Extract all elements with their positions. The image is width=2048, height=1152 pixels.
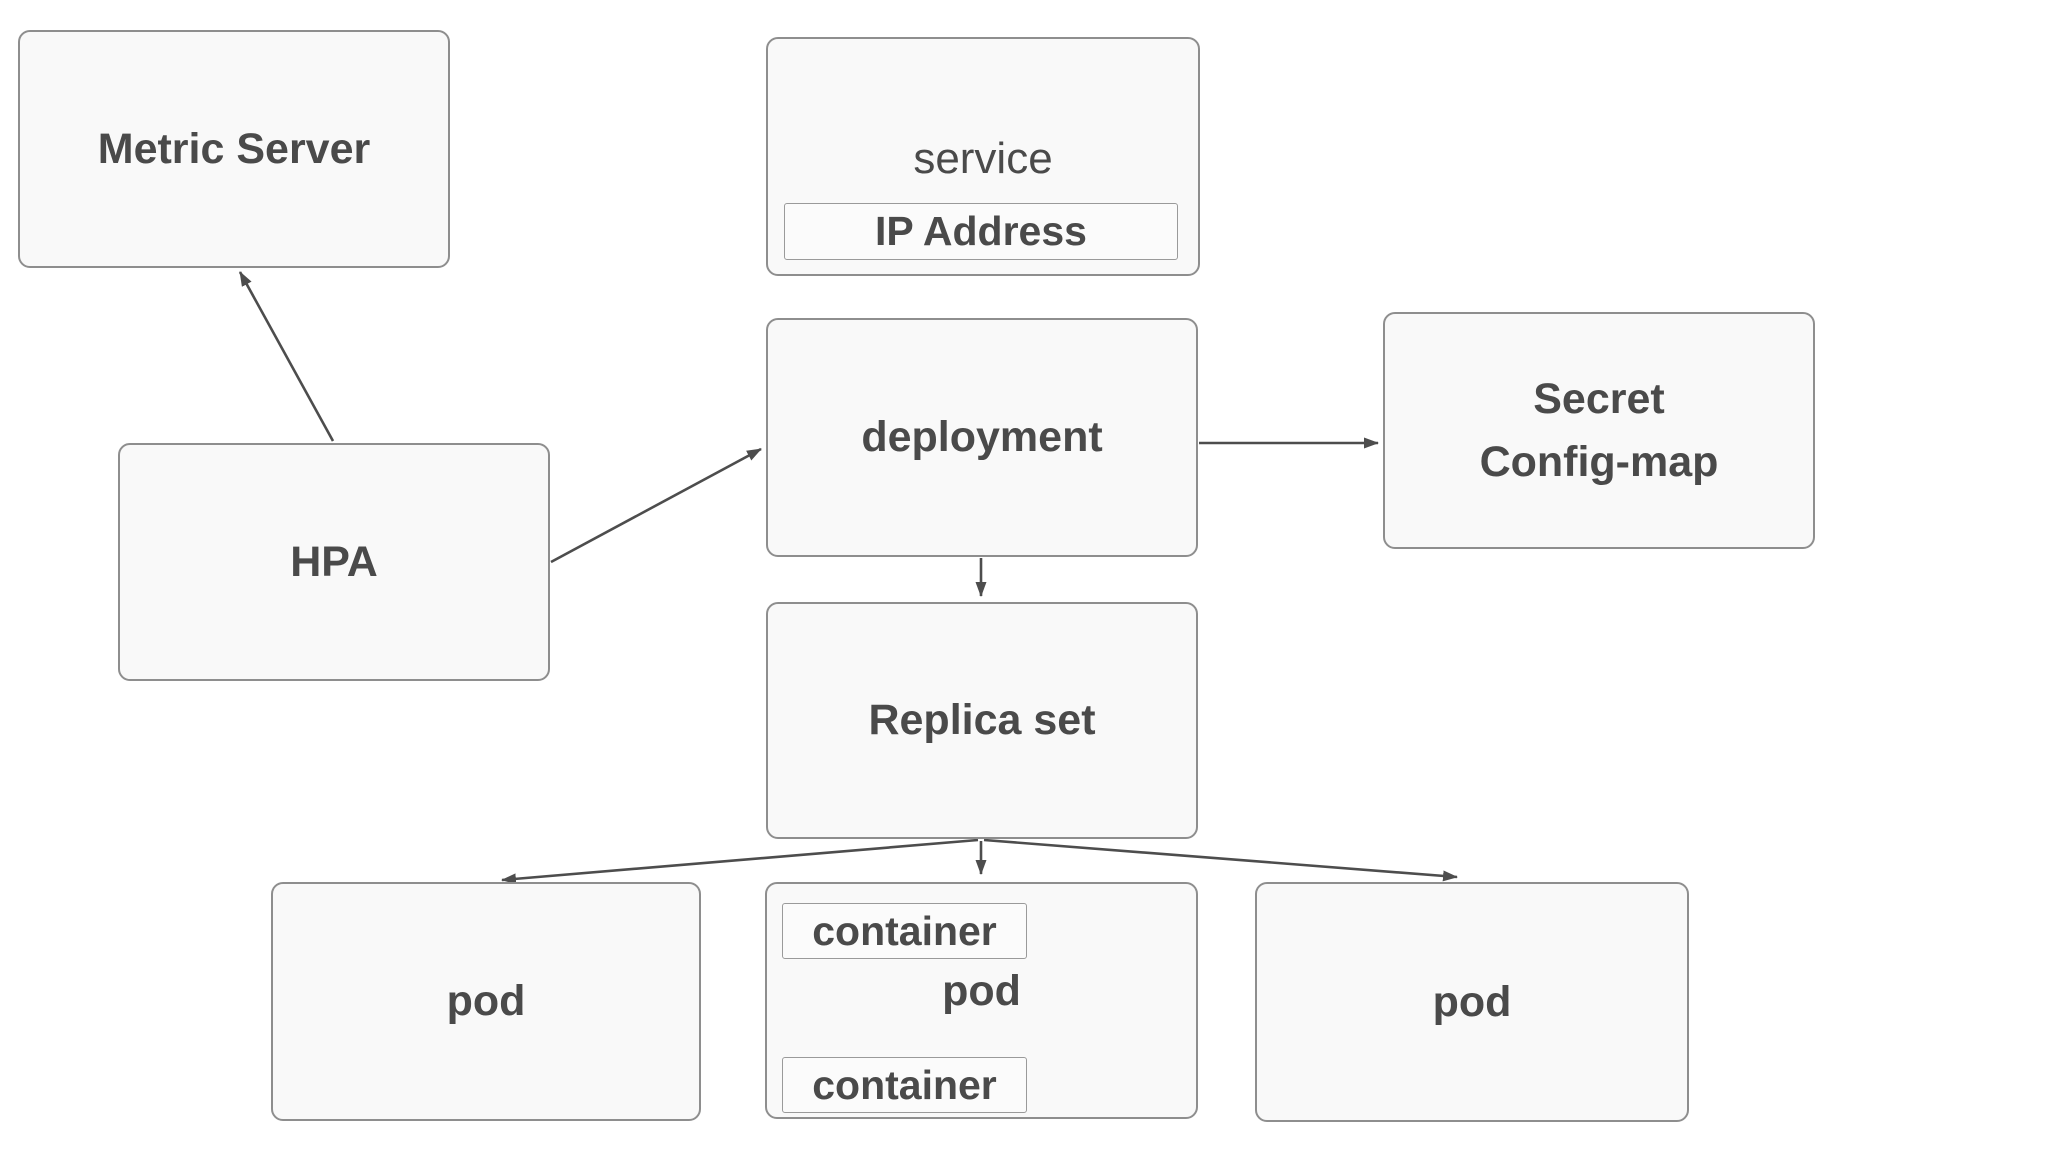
- node-service: service IP Address: [766, 37, 1200, 276]
- secret-label-line1: Secret: [1533, 375, 1665, 424]
- pod-middle-label: pod: [942, 967, 1021, 1015]
- replica-set-label: Replica set: [868, 696, 1096, 745]
- node-pod-middle: container pod container: [765, 882, 1198, 1119]
- container-box-top: container: [782, 903, 1027, 959]
- edge-hpa-to-deployment: [550, 447, 762, 564]
- ip-address-box: IP Address: [784, 203, 1178, 260]
- edge-replica-set-to-pod-right: [983, 838, 1458, 882]
- container-bottom-label: container: [812, 1061, 997, 1108]
- node-replica-set: Replica set: [766, 602, 1198, 839]
- deployment-label: deployment: [861, 413, 1103, 462]
- edge-replica-set-to-pod-left: [501, 838, 979, 885]
- pod-left-label: pod: [446, 977, 526, 1026]
- container-box-bottom: container: [782, 1057, 1027, 1113]
- node-deployment: deployment: [766, 318, 1198, 557]
- node-pod-left: pod: [271, 882, 701, 1121]
- service-label: service: [913, 134, 1053, 183]
- node-metric-server: Metric Server: [18, 30, 450, 268]
- metric-server-label: Metric Server: [97, 124, 371, 173]
- ip-address-label: IP Address: [875, 208, 1087, 254]
- container-top-label: container: [812, 907, 997, 954]
- node-pod-right: pod: [1255, 882, 1689, 1122]
- secret-label-line2: Config-map: [1479, 437, 1719, 486]
- pod-right-label: pod: [1432, 977, 1512, 1026]
- hpa-label: HPA: [290, 537, 378, 586]
- node-secret-config-map: Secret Config-map: [1383, 312, 1815, 549]
- node-hpa: HPA: [118, 443, 550, 681]
- edge-hpa-to-metric-server: [238, 271, 335, 442]
